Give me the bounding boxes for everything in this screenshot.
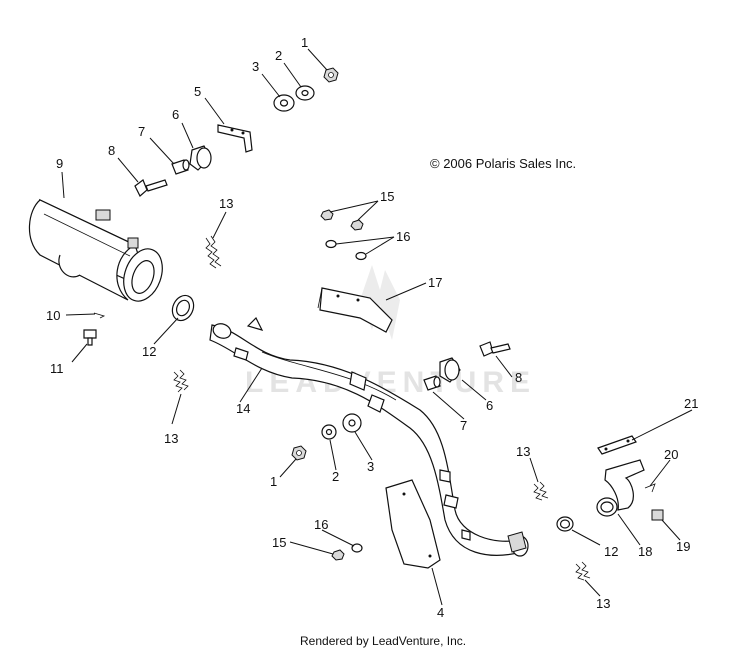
washer-2-mid — [321, 424, 337, 440]
callout-16-top: 16 — [396, 229, 410, 244]
callout-12-left: 12 — [142, 344, 156, 359]
head-pipe-14 — [209, 316, 529, 557]
leader-lines — [61, 48, 693, 606]
callout-19: 19 — [676, 539, 690, 554]
screw-11 — [83, 329, 97, 346]
spring-13-right — [533, 481, 549, 501]
nut-15-b — [350, 219, 364, 231]
callout-6-right: 6 — [486, 398, 493, 413]
grommet-6-right — [439, 357, 461, 383]
footer-credit: Rendered by LeadVenture, Inc. — [300, 634, 466, 648]
washer-2-top — [295, 85, 315, 101]
bracket-5 — [217, 124, 253, 153]
callout-14: 14 — [236, 401, 250, 416]
callout-20: 20 — [664, 447, 678, 462]
callout-15-lower: 15 — [272, 535, 286, 550]
washer-3-mid — [342, 413, 362, 433]
callout-1-top: 1 — [301, 35, 308, 50]
clip-20 — [644, 483, 656, 493]
gasket-12-right — [556, 516, 574, 532]
spring-13-bottom — [575, 561, 591, 581]
callout-3-top: 3 — [252, 59, 259, 74]
callout-13-top: 13 — [219, 196, 233, 211]
callout-12-right: 12 — [604, 544, 618, 559]
callout-1-mid: 1 — [270, 474, 277, 489]
nut-19 — [651, 509, 664, 521]
callout-8-top: 8 — [108, 143, 115, 158]
callout-3-mid: 3 — [367, 459, 374, 474]
nut-1-mid — [291, 445, 307, 461]
callout-numbers: 1 2 3 5 6 7 8 9 13 10 11 12 13 14 15 16 … — [46, 35, 698, 620]
callout-13-left: 13 — [164, 431, 178, 446]
gasket-12-left — [171, 294, 195, 322]
callout-17: 17 — [428, 275, 442, 290]
gasket-21 — [597, 435, 637, 455]
nut-1-top — [323, 67, 339, 83]
callout-5: 5 — [194, 84, 201, 99]
callout-4: 4 — [437, 605, 444, 620]
bolt-8-top — [134, 179, 168, 197]
washer-3-top — [273, 94, 295, 112]
watermark: LEADVENTURE — [245, 265, 530, 399]
callout-15-top: 15 — [380, 189, 394, 204]
washer-16-lower — [351, 543, 363, 553]
callout-2-mid: 2 — [332, 469, 339, 484]
callout-16-lower: 16 — [314, 517, 328, 532]
callout-21: 21 — [684, 396, 698, 411]
heat-shield-17 — [317, 287, 393, 333]
callout-9: 9 — [56, 156, 63, 171]
bushing-7-top — [171, 159, 190, 175]
elbow-pipe-18 — [596, 459, 645, 517]
grommet-6-top — [189, 145, 212, 171]
copyright-text: © 2006 Polaris Sales Inc. — [430, 156, 576, 171]
callout-7-top: 7 — [138, 124, 145, 139]
spring-13-top — [205, 235, 222, 269]
callout-13-right: 13 — [516, 444, 530, 459]
clip-10 — [93, 312, 106, 319]
bushing-7-right — [423, 375, 441, 391]
heat-shield-4 — [385, 479, 441, 569]
callout-7-right: 7 — [460, 418, 467, 433]
callout-2-top: 2 — [275, 48, 282, 63]
callout-13-bottom: 13 — [596, 596, 610, 611]
muffler-9 — [28, 198, 163, 302]
spring-13-left — [173, 369, 189, 393]
nut-15-a — [320, 209, 334, 221]
nut-15-lower — [331, 549, 345, 561]
callout-10: 10 — [46, 308, 60, 323]
callout-6-top: 6 — [172, 107, 179, 122]
callout-11: 11 — [50, 361, 64, 376]
washer-16-a — [325, 239, 337, 249]
washer-16-b — [355, 251, 367, 261]
callout-18: 18 — [638, 544, 652, 559]
callout-8-right: 8 — [515, 370, 522, 385]
bolt-8-right — [479, 341, 511, 357]
